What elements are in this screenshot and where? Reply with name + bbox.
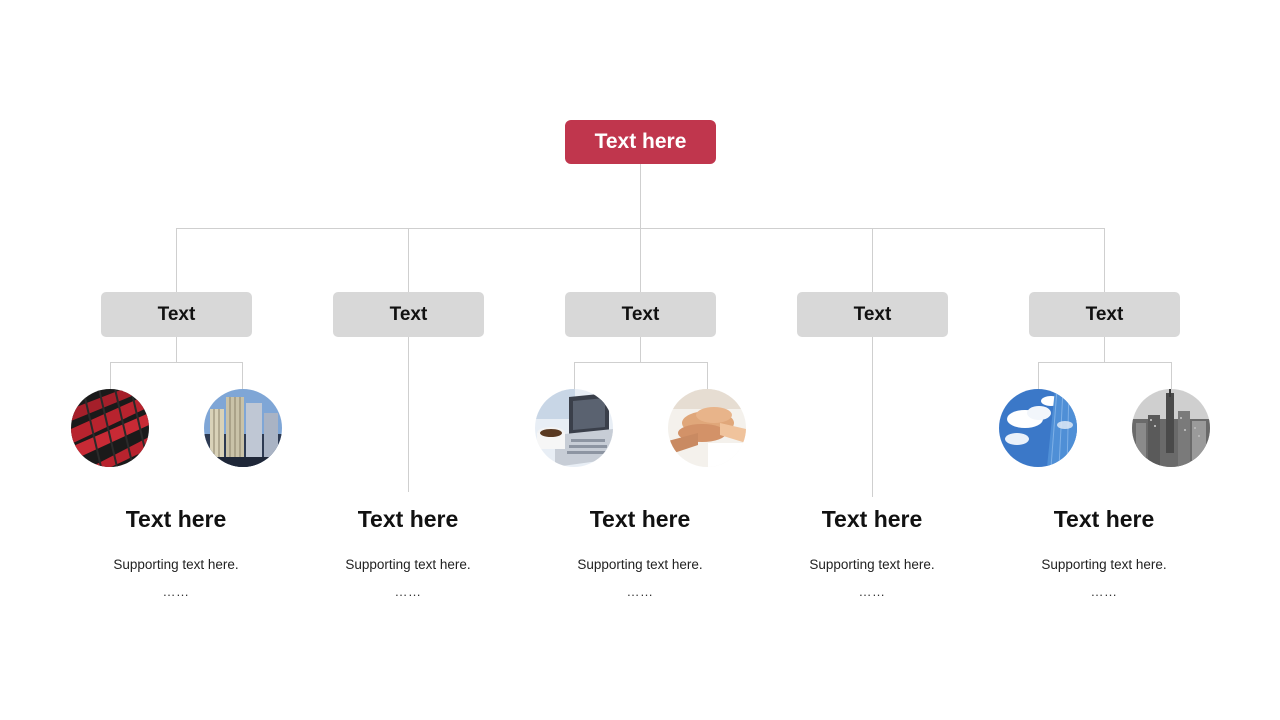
branch-connector	[176, 228, 177, 292]
branch-connector	[408, 228, 409, 292]
sub-connector	[1038, 362, 1039, 389]
branch-node-4[interactable]: Text	[797, 292, 948, 337]
column-title-1: Text here	[125, 506, 227, 532]
branch-node-5[interactable]: Text	[1029, 292, 1180, 337]
root-node[interactable]: Text here	[565, 120, 716, 164]
sub-connector	[872, 337, 873, 497]
column-title-5: Text here	[1053, 506, 1155, 532]
glass-skyscraper-photo-icon	[204, 389, 282, 467]
sub-connector	[574, 362, 575, 389]
sub-connector	[176, 337, 177, 363]
column-title-3: Text here	[589, 506, 691, 532]
column-support-5: Supporting text here.	[1041, 557, 1167, 572]
branch-connector	[1104, 228, 1105, 292]
sub-connector	[1104, 337, 1105, 363]
sub-connector	[110, 362, 111, 389]
column-title-2: Text here	[357, 506, 459, 532]
branch-node-2[interactable]: Text	[333, 292, 484, 337]
column-title-4: Text here	[821, 506, 923, 532]
sub-connector	[1038, 362, 1172, 363]
sub-connector	[1171, 362, 1172, 389]
branch-node-3[interactable]: Text	[565, 292, 716, 337]
sub-connector	[640, 337, 641, 363]
laptop-coffee-photo-icon	[535, 389, 613, 467]
root-connector	[640, 164, 641, 228]
sub-connector	[707, 362, 708, 389]
column-support-3: Supporting text here.	[577, 557, 703, 572]
city-skyline-photo-icon	[1132, 389, 1210, 467]
red-facade-photo-icon	[71, 389, 149, 467]
column-support-4: Supporting text here.	[809, 557, 935, 572]
sky-building-photo-icon	[999, 389, 1077, 467]
sub-connector	[574, 362, 708, 363]
column-ellipsis-5: ……	[1090, 584, 1118, 599]
sub-connector	[408, 337, 409, 492]
branch-node-1[interactable]: Text	[101, 292, 252, 337]
column-ellipsis-1: ……	[162, 584, 190, 599]
column-support-2: Supporting text here.	[345, 557, 471, 572]
sub-connector	[110, 362, 243, 363]
branch-connector	[640, 228, 641, 292]
branch-connector	[872, 228, 873, 292]
column-ellipsis-3: ……	[626, 584, 654, 599]
column-ellipsis-2: ……	[394, 584, 422, 599]
column-ellipsis-4: ……	[858, 584, 886, 599]
sub-connector	[242, 362, 243, 389]
team-hands-photo-icon	[668, 389, 746, 467]
column-support-1: Supporting text here.	[113, 557, 239, 572]
